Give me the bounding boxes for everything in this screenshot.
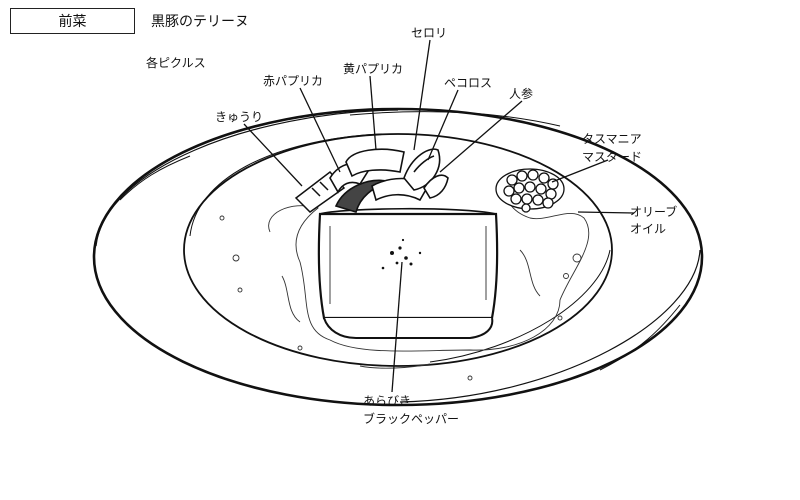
label-red-paprika: 赤パプリカ: [263, 74, 324, 88]
label-mustard-line2: マスタード: [582, 150, 643, 164]
black-pepper-flecks: [381, 238, 422, 270]
label-pepper-line1: あらびき: [363, 394, 412, 408]
label-mustard-line1: タスマニア: [582, 132, 642, 146]
carrot-pickle: [423, 174, 449, 199]
course-label-box: 前菜: [10, 8, 135, 34]
label-carrot: 人参: [509, 87, 534, 101]
label-pecoros: ペコロス: [444, 76, 493, 90]
leader-black-pepper: [391, 261, 403, 393]
leader-celery: [413, 39, 431, 151]
leader-cucumber: [243, 123, 303, 187]
leader-yellow-paprika: [369, 75, 377, 151]
label-cucumber: きゅうり: [215, 110, 264, 124]
label-pepper-line2: ブラックペッパー: [363, 412, 460, 426]
label-yellow-paprika: 黄パプリカ: [343, 62, 404, 76]
leader-pecoros: [427, 89, 459, 161]
leader-mustard: [551, 159, 609, 183]
olive-oil-pool: [219, 183, 590, 381]
course-label: 前菜: [58, 14, 87, 30]
dish-title: 黒豚のテリーヌ: [151, 14, 249, 30]
yellow-paprika-pickle: [334, 148, 405, 213]
plate-outer-rim: [92, 107, 704, 407]
leader-lines: [243, 39, 635, 393]
plate-inner-well: [183, 111, 613, 367]
terrine-block: [317, 207, 499, 339]
tasmanian-mustard: [495, 168, 565, 213]
leader-carrot: [439, 100, 523, 173]
leader-red-paprika: [299, 87, 341, 173]
label-olive-oil-line1: オリーブ: [630, 205, 678, 219]
label-olive-oil-line2: オイル: [630, 222, 667, 236]
label-pickles: 各ピクルス: [146, 56, 206, 70]
leader-olive-oil: [577, 211, 635, 214]
label-celery: セロリ: [411, 26, 448, 40]
